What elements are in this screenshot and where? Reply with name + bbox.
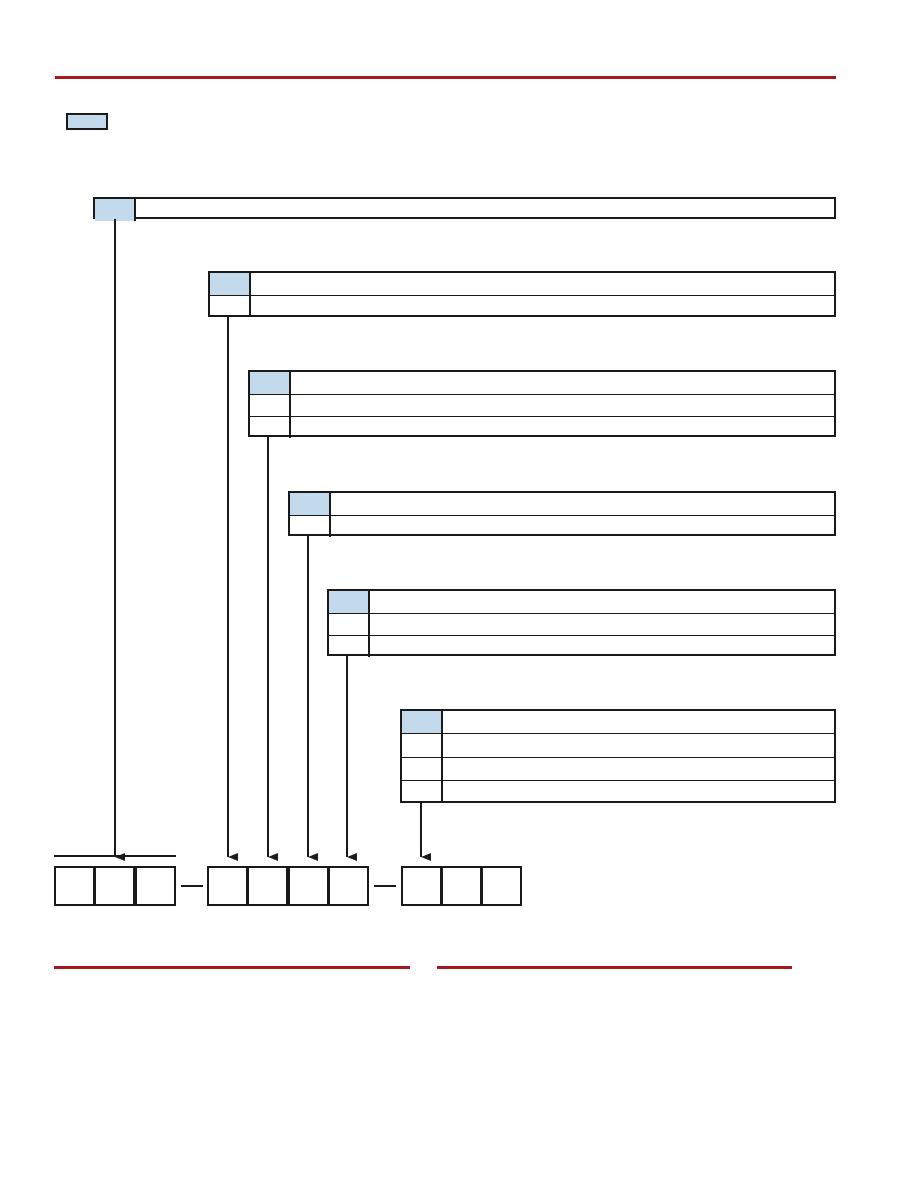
table-row (210, 273, 834, 295)
table-row (250, 372, 834, 394)
table-code-cell (210, 273, 251, 295)
group-1-overline (54, 855, 176, 857)
table-code-cell (250, 395, 291, 416)
code-table-5 (327, 589, 836, 657)
code-cell (94, 866, 135, 906)
legend-key-box (66, 113, 108, 130)
table-code-cell (95, 199, 136, 221)
table-code-cell (250, 372, 291, 394)
top-rule (55, 76, 836, 79)
table-code-cell (329, 636, 370, 657)
table-code-cell (290, 516, 331, 537)
table-row (290, 493, 834, 515)
table-code-cell (402, 711, 443, 733)
code-table-1 (93, 197, 836, 221)
group-separator-dash (374, 885, 396, 887)
table-code-cell (290, 493, 331, 515)
table-row (329, 591, 834, 613)
code-cell (328, 866, 369, 906)
table-code-cell (329, 591, 370, 613)
code-cell (247, 866, 288, 906)
table-code-cell (329, 614, 370, 635)
group-separator-dash (181, 885, 203, 887)
table-row (250, 416, 834, 438)
table-row (210, 295, 834, 317)
table-code-cell (402, 734, 443, 757)
table-row (402, 780, 834, 803)
code-table-4 (288, 491, 836, 537)
bottom-rule-right (437, 966, 792, 969)
table-code-cell (402, 781, 443, 803)
table-row (250, 394, 834, 416)
table-row (329, 635, 834, 657)
code-cell (54, 866, 95, 906)
code-cell (135, 866, 176, 906)
table-code-cell (250, 417, 291, 438)
code-table-6 (400, 709, 836, 803)
bottom-rule-left (54, 966, 410, 969)
code-cell (441, 866, 482, 906)
table-row (95, 199, 834, 221)
table-row (329, 613, 834, 635)
table-row (402, 711, 834, 733)
code-cell (401, 866, 442, 906)
table-row (402, 757, 834, 780)
code-cell (481, 866, 522, 906)
table-row (290, 515, 834, 537)
code-table-2 (208, 271, 836, 317)
code-table-3 (248, 370, 836, 438)
table-row (402, 733, 834, 757)
code-cell (207, 866, 248, 906)
table-code-cell (210, 296, 251, 317)
code-cell (288, 866, 329, 906)
table-code-cell (402, 758, 443, 780)
